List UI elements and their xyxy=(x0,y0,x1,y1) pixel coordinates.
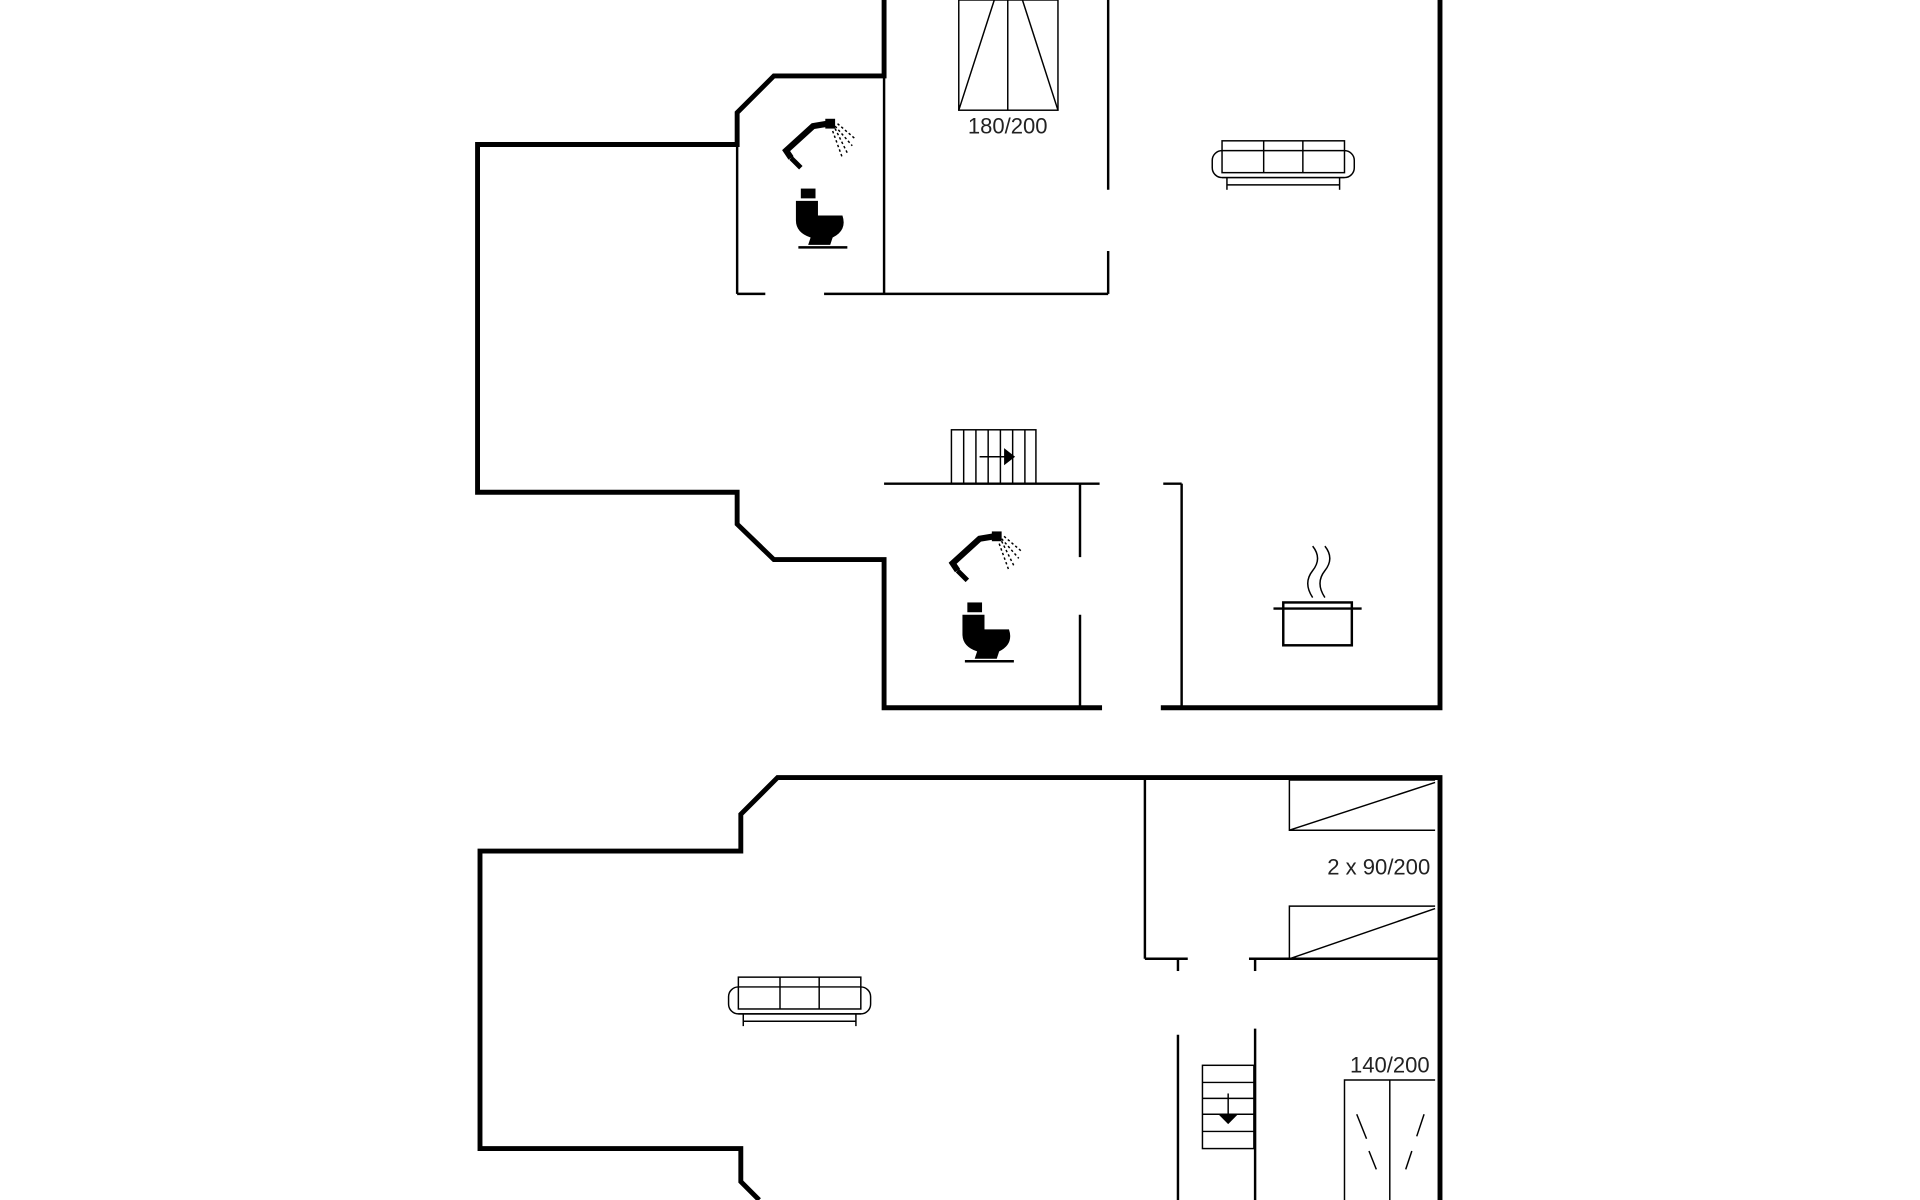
single-bed xyxy=(1288,905,1436,960)
bed-label: 180/200 xyxy=(968,113,1048,138)
stairs-down-icon xyxy=(1201,1064,1255,1150)
double-bed-180 xyxy=(958,0,1059,111)
single-bed xyxy=(1288,779,1436,831)
double-bed-140 xyxy=(1343,1079,1436,1200)
toilet-icon xyxy=(961,601,1016,663)
cooking-pot-icon xyxy=(1273,545,1362,647)
sofa-icon xyxy=(727,976,872,1027)
toilet-icon xyxy=(794,187,849,249)
lower-interior-walls xyxy=(1143,777,1440,1200)
upper-floor-plan: 180/200 xyxy=(475,0,1443,711)
stairs-icon xyxy=(950,429,1037,485)
twin-beds-label: 2 x 90/200 xyxy=(1327,854,1430,879)
sofa-icon xyxy=(1211,140,1356,191)
double-bed-label: 140/200 xyxy=(1350,1053,1430,1078)
upper-exterior-wall xyxy=(475,0,1443,711)
shower-icon xyxy=(953,531,1022,580)
lower-floor-plan: 2 x 90/200 140/200 xyxy=(477,775,1443,1200)
lower-exterior-wall xyxy=(477,775,1443,1200)
shower-icon xyxy=(786,119,855,168)
